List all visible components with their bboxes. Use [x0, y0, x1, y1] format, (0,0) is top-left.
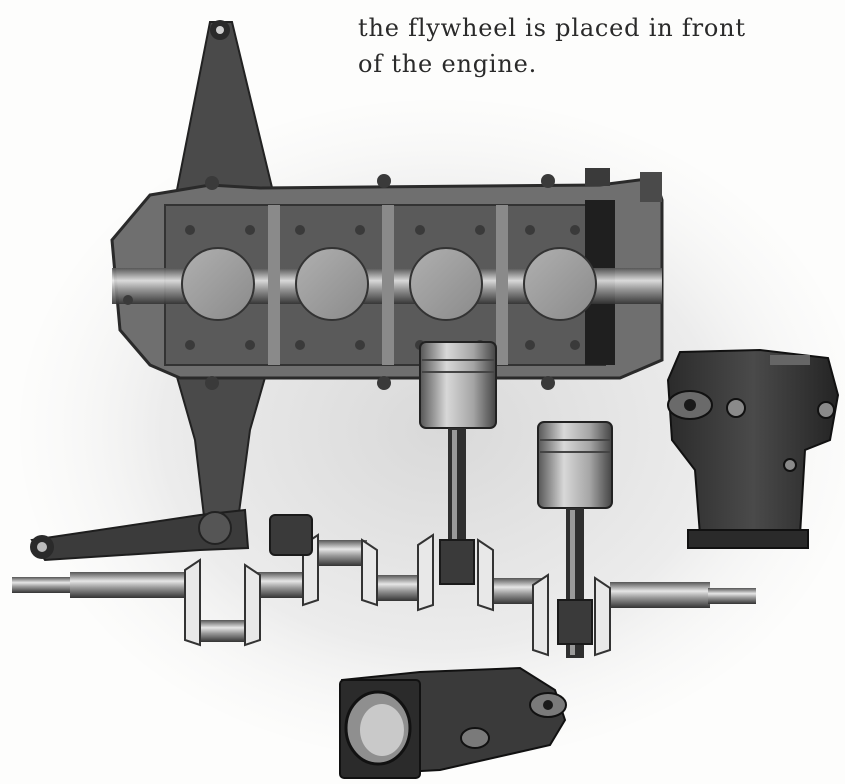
bearing-cap-photo	[269, 514, 313, 556]
body-text: the flywheel is placed in front of the e…	[358, 10, 838, 82]
crankshaft-photo	[12, 514, 756, 657]
manifold-photo	[339, 666, 567, 779]
text-line-2: of the engine.	[358, 50, 538, 78]
casting-photo	[666, 348, 840, 549]
piston-photo	[419, 341, 613, 658]
text-line-1: the flywheel is placed in front	[358, 14, 746, 42]
crankcase-photo	[110, 168, 664, 390]
